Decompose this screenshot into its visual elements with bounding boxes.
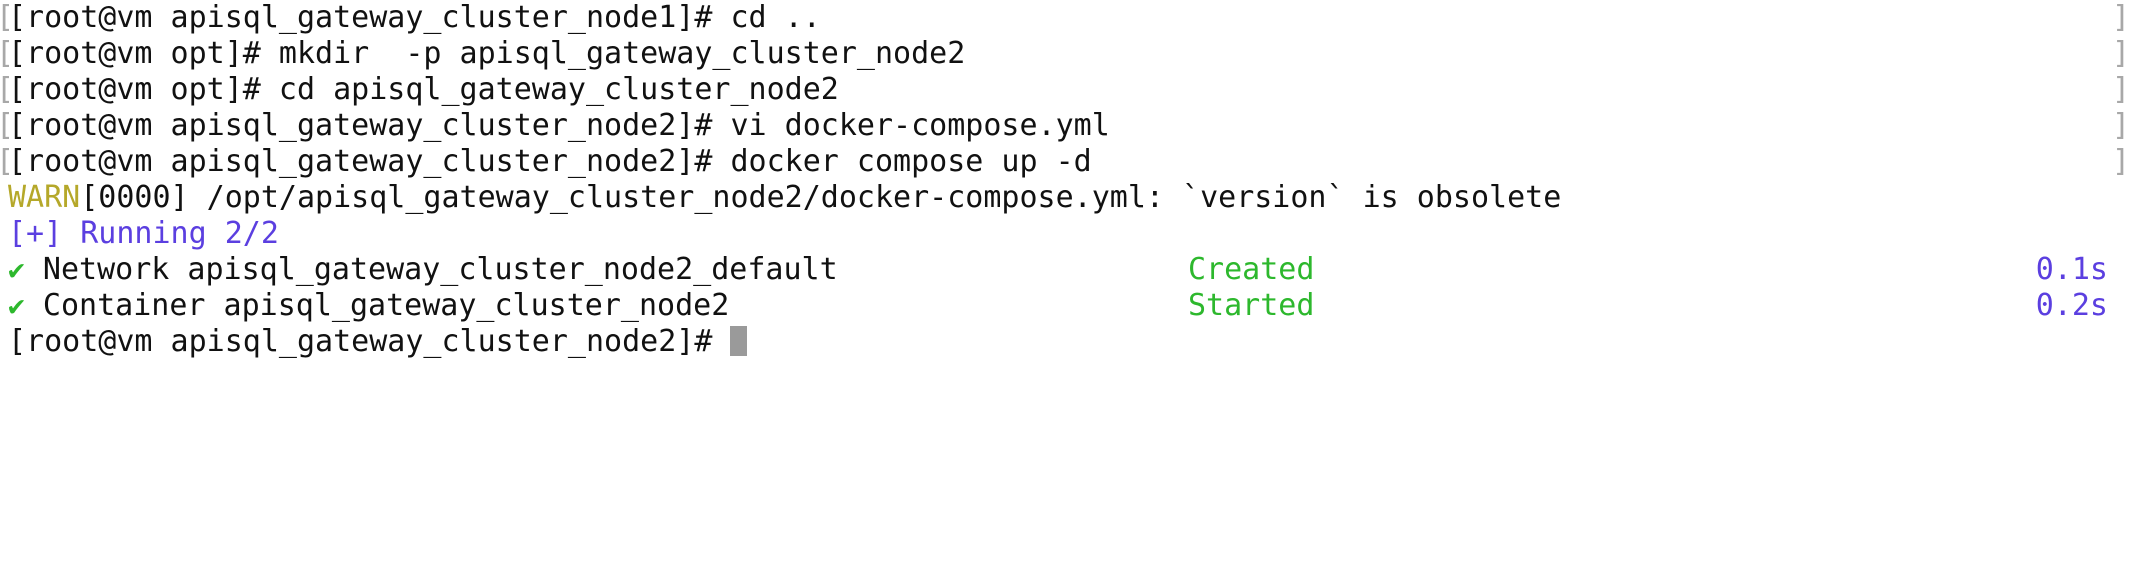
active-prompt-text: [root@vm apisql_gateway_cluster_node2]# [8, 324, 731, 359]
wrap-marker-left-icon: [ [0, 36, 14, 72]
warning-message: [0000] /opt/apisql_gateway_cluster_node2… [80, 180, 1562, 215]
wrap-marker-right-icon: ] [2111, 72, 2130, 107]
terminal-line-text: [root@vm apisql_gateway_cluster_node2]# … [8, 108, 1110, 143]
task-description: Container apisql_gateway_cluster_node2 [24, 288, 730, 323]
task-description: Network apisql_gateway_cluster_node2_def… [24, 252, 838, 287]
check-icon: ✔ [8, 253, 25, 286]
terminal-line-text: [root@vm opt]# mkdir -p apisql_gateway_c… [8, 36, 966, 71]
task-duration: 0.2s [2035, 288, 2108, 323]
terminal-line: [ [root@vm apisql_gateway_cluster_node1]… [0, 0, 2132, 36]
running-status-text: [+] Running 2/2 [8, 216, 279, 251]
wrap-marker-right-icon: ] [2111, 0, 2130, 35]
task-line-wrapper: ✔ Container apisql_gateway_cluster_node2 [8, 288, 729, 324]
terminal-line: [ [root@vm opt]# cd apisql_gateway_clust… [0, 72, 2132, 108]
task-line-wrapper: ✔ Network apisql_gateway_cluster_node2_d… [8, 252, 838, 288]
terminal-line-active-prompt[interactable]: [root@vm apisql_gateway_cluster_node2]# [0, 324, 2132, 360]
text-cursor [730, 326, 748, 356]
terminal-line-text: [root@vm apisql_gateway_cluster_node1]# … [8, 0, 821, 35]
warning-line-wrapper: WARN[0000] /opt/apisql_gateway_cluster_n… [8, 180, 1561, 216]
task-duration: 0.1s [2035, 252, 2108, 287]
wrap-marker-left-icon: [ [0, 72, 14, 108]
terminal-line-task: ✔ Container apisql_gateway_cluster_node2… [0, 288, 2132, 324]
active-prompt-wrapper: [root@vm apisql_gateway_cluster_node2]# [8, 324, 748, 360]
terminal-line-running: [+] Running 2/2 [0, 216, 2132, 252]
wrap-marker-left-icon: [ [0, 0, 14, 36]
terminal-line: [ [root@vm opt]# mkdir -p apisql_gateway… [0, 36, 2132, 72]
wrap-marker-left-icon: [ [0, 144, 14, 180]
wrap-marker-right-icon: ] [2111, 144, 2130, 179]
terminal-line-warning: WARN[0000] /opt/apisql_gateway_cluster_n… [0, 180, 2132, 216]
terminal-line-text: [root@vm opt]# cd apisql_gateway_cluster… [8, 72, 839, 107]
wrap-marker-left-icon: [ [0, 108, 14, 144]
terminal-line-task: ✔ Network apisql_gateway_cluster_node2_d… [0, 252, 2132, 288]
task-status: Created [1188, 252, 1315, 287]
terminal-line-text: [root@vm apisql_gateway_cluster_node2]# … [8, 144, 1092, 179]
terminal-line: [ [root@vm apisql_gateway_cluster_node2]… [0, 144, 2132, 180]
wrap-marker-right-icon: ] [2111, 36, 2130, 71]
warn-label: WARN [8, 180, 81, 215]
wrap-marker-right-icon: ] [2111, 108, 2130, 143]
check-icon: ✔ [8, 289, 25, 322]
task-status: Started [1188, 288, 1315, 323]
terminal-line: [ [root@vm apisql_gateway_cluster_node2]… [0, 108, 2132, 144]
